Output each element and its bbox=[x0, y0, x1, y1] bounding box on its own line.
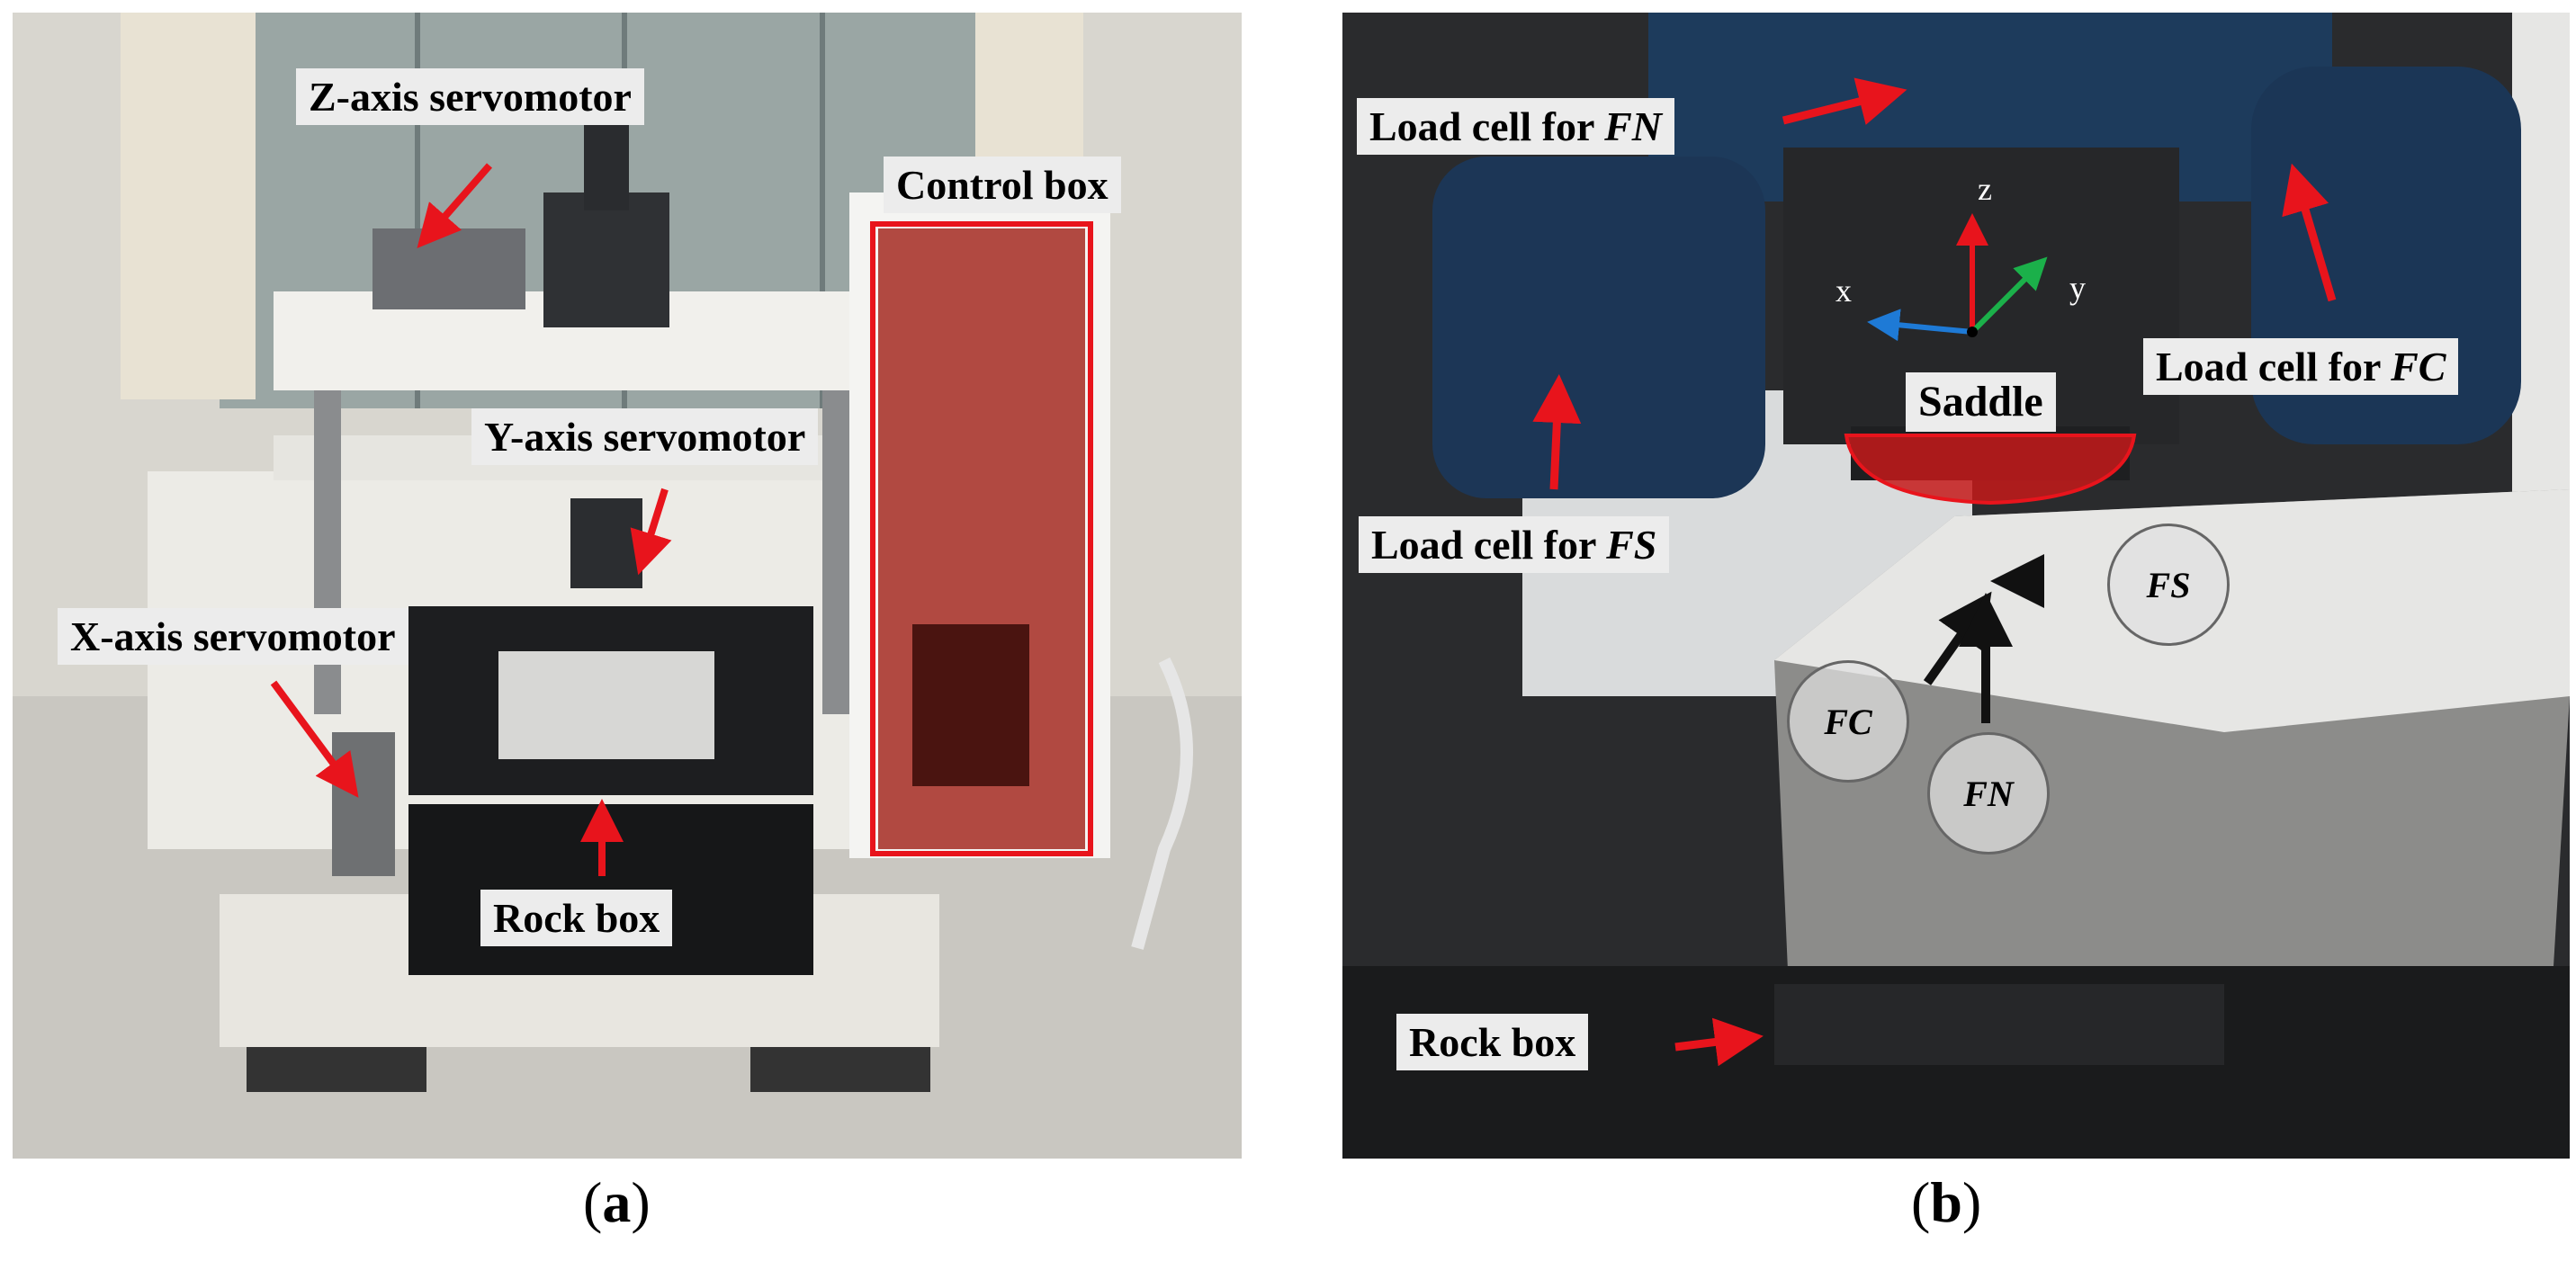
caption-b: (b) bbox=[1911, 1170, 1982, 1234]
load-cell-fs-label: Load cell for FS bbox=[1359, 516, 1670, 574]
control-box-label: Control box bbox=[884, 157, 1121, 214]
caption-a: (a) bbox=[583, 1170, 651, 1234]
y-axis-servomotor-label: Y-axis servomotor bbox=[471, 408, 819, 466]
fs-force-circle: FS bbox=[2107, 524, 2230, 646]
load-cell-fn-label: Load cell for FN bbox=[1357, 98, 1674, 156]
fc-force-circle: FC bbox=[1787, 660, 1909, 783]
load-cell-fc-label: Load cell for FC bbox=[2143, 338, 2459, 396]
cutting-close-up-photo bbox=[1342, 13, 2570, 1159]
x-axis-label: x bbox=[1836, 273, 1852, 309]
x-axis-servomotor-label: X-axis servomotor bbox=[58, 608, 408, 666]
photo-panel-b: z x y FS FC FN Load cell for FN Load cel… bbox=[1342, 13, 2570, 1159]
z-axis-servomotor-label: Z-axis servomotor bbox=[296, 68, 644, 126]
rock-box-label: Rock box bbox=[480, 890, 673, 947]
y-axis-label: y bbox=[2069, 270, 2086, 306]
rock-box-label-b: Rock box bbox=[1396, 1014, 1589, 1071]
photo-panel-a: Z-axis servomotor Control box Y-axis ser… bbox=[13, 13, 1242, 1159]
z-axis-label: z bbox=[1978, 171, 1992, 207]
fn-force-circle: FN bbox=[1927, 732, 2050, 855]
saddle-label: Saddle bbox=[1906, 372, 2056, 432]
